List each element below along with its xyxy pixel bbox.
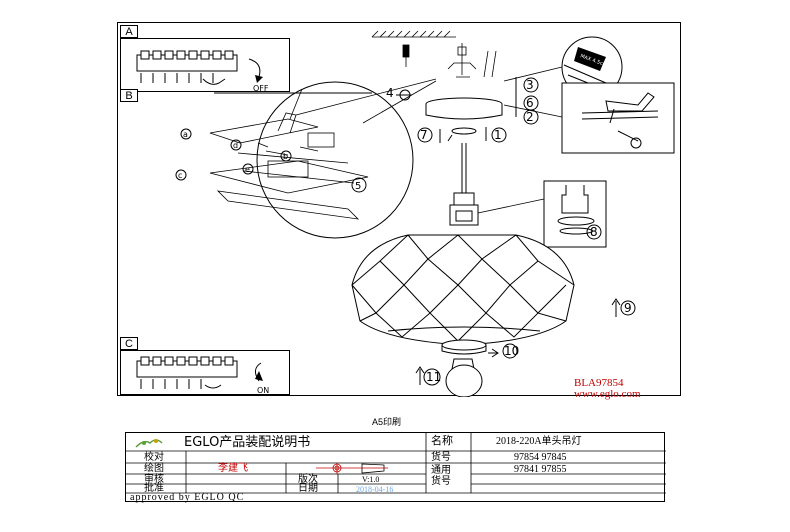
callout-6: 6 xyxy=(526,96,534,110)
panel-a-tag: A xyxy=(120,25,138,38)
callout-2: 2 xyxy=(526,110,534,124)
callout-7: 7 xyxy=(420,128,428,142)
version-label: 版次 xyxy=(298,474,318,485)
callout-b: b xyxy=(283,152,288,161)
panel-b-tag: B xyxy=(120,89,138,102)
panel-c-on-label: ON xyxy=(257,386,269,395)
version-value: V:1.0 xyxy=(362,475,380,484)
geodesic-shade xyxy=(351,234,575,346)
callout-c: c xyxy=(178,171,182,180)
review-label: 审核 xyxy=(144,474,164,485)
approved-footer: approved by EGLO QC xyxy=(130,492,245,503)
callout-3: 3 xyxy=(526,78,534,92)
terminal-block-on-icon: ON xyxy=(136,356,269,395)
assembly-drawing: a c d b e 5 xyxy=(175,30,675,397)
callout-5: 5 xyxy=(355,181,361,192)
model-code: BLA97854 xyxy=(574,377,624,389)
panel-a-switch-off: OFF xyxy=(120,38,290,93)
common-label-1: 通用 xyxy=(431,465,451,476)
title-block: EGLO产品装配说明书 名称 2018-220A单头吊灯 校对 绘图 李建飞 审… xyxy=(125,432,666,503)
model-website: www.eglo.com xyxy=(574,388,641,400)
panel-c-tag: C xyxy=(120,337,138,350)
print-size-note: A5印刷 xyxy=(372,417,402,427)
panel-c-switch-on: ON xyxy=(120,350,290,395)
date-value: 2018-04-16 xyxy=(356,485,394,494)
callout-8: 8 xyxy=(590,225,598,239)
callout-4: 4 xyxy=(386,86,394,100)
callout-a: a xyxy=(183,130,188,139)
terminal-block-off-icon: OFF xyxy=(136,50,269,93)
draw-value: 李建飞 xyxy=(218,463,248,474)
wiring-detail-circle: a c d b e 5 xyxy=(175,81,414,239)
goods-value: 97854 97845 xyxy=(514,452,567,463)
title-block-grid xyxy=(126,433,666,494)
callout-10: 10 xyxy=(504,344,519,358)
goods-label: 货号 xyxy=(431,452,451,463)
brand-title: EGLO产品装配说明书 xyxy=(184,435,311,450)
projection-symbol-icon xyxy=(316,463,358,474)
date-label: 日期 xyxy=(298,483,318,494)
callout-11: 11 xyxy=(426,370,441,384)
common-value: 97841 97855 xyxy=(514,464,567,475)
callout-9: 9 xyxy=(624,301,632,315)
common-label-2: 货号 xyxy=(431,476,451,487)
instruction-sheet: A OFF B C xyxy=(117,22,681,400)
callout-d: d xyxy=(233,141,238,150)
eglo-logo-icon xyxy=(135,439,163,448)
approve-label: 批准 xyxy=(144,483,164,494)
name-value: 2018-220A单头吊灯 xyxy=(496,436,582,447)
callout-e: e xyxy=(245,165,250,174)
check-label: 校对 xyxy=(144,452,164,463)
callout-1: 1 xyxy=(494,128,502,142)
draw-label: 绘图 xyxy=(144,463,164,474)
name-label: 名称 xyxy=(431,435,453,447)
panel-a-off-label: OFF xyxy=(253,84,269,93)
